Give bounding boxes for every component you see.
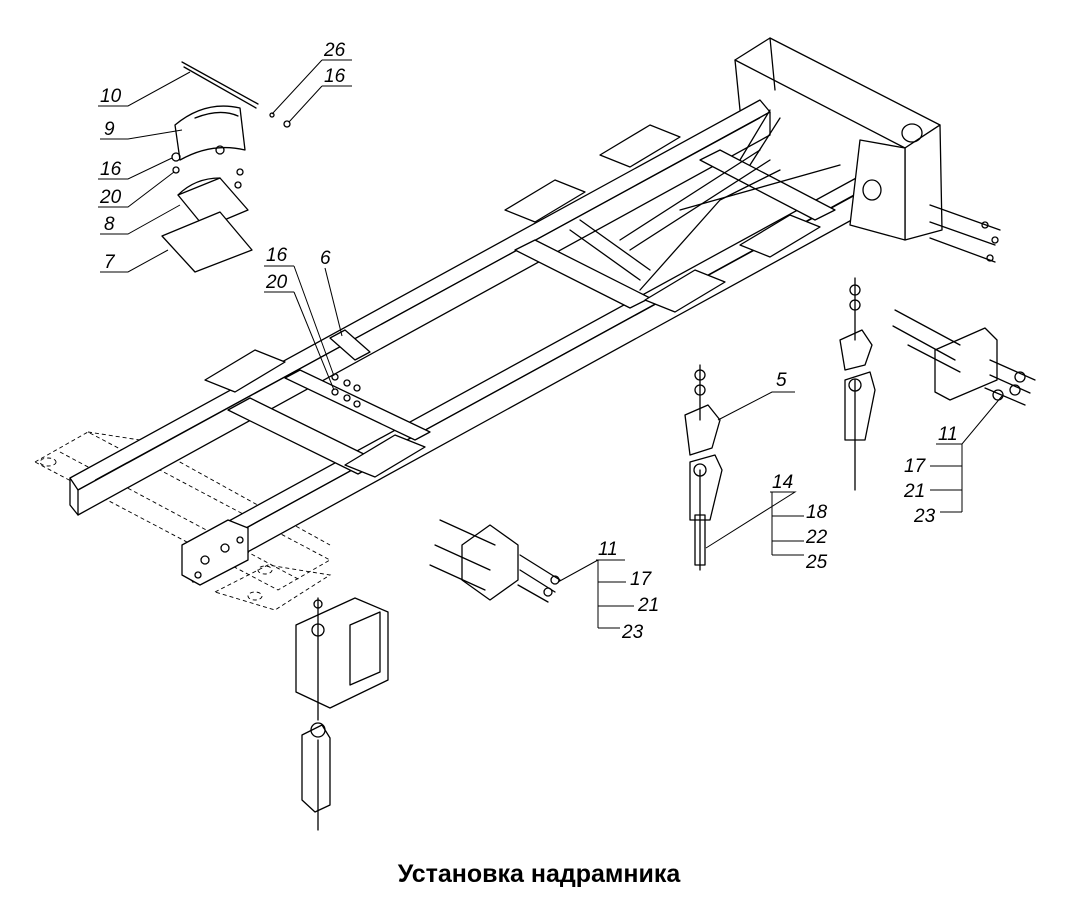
drawing-caption: Установка надрамника: [397, 860, 681, 888]
callout-23-lower: 23: [621, 622, 644, 643]
callout-6: 6: [320, 248, 331, 269]
callout-17-right: 17: [904, 456, 927, 477]
rear-end-bolts: [929, 204, 1001, 263]
callout-20-mid: 20: [265, 272, 288, 293]
part-6-fasteners: [331, 373, 361, 408]
cross-members: [227, 109, 841, 475]
callout-26: 26: [323, 40, 346, 61]
front-bracket: [181, 519, 249, 586]
callout-7: 7: [104, 252, 116, 273]
subframe-beams: [69, 99, 889, 583]
callout-11-lower: 11: [598, 539, 618, 560]
callout-25: 25: [805, 552, 828, 573]
parts-7-10: [161, 61, 291, 273]
callout-17-lower: 17: [630, 569, 653, 590]
callout-labels: 26 16 10 9 16 20 8 7 16 20 6 5 14: [98, 40, 1003, 643]
callout-11-right: 11: [938, 424, 958, 445]
callout-16-mid: 16: [266, 245, 288, 266]
callout-14: 14: [772, 472, 793, 493]
callout-16-top: 16: [324, 66, 346, 87]
callout-23-right: 23: [913, 506, 936, 527]
rear-end-block: [734, 37, 943, 241]
mid-mount-plate: [429, 519, 561, 603]
callout-22: 22: [805, 527, 828, 548]
rear-side-bracket: [892, 309, 1036, 406]
callout-16-left: 16: [100, 159, 122, 180]
callout-9: 9: [104, 119, 115, 140]
callout-10: 10: [100, 86, 122, 107]
callout-8: 8: [104, 214, 115, 235]
rear-spring-mount: [839, 277, 876, 491]
callout-5: 5: [776, 370, 787, 391]
callout-20-left: 20: [99, 187, 122, 208]
mid-spring-mount: [684, 364, 723, 571]
beam-pads: [204, 124, 821, 478]
callout-21-lower: 21: [637, 595, 659, 616]
callout-21-right: 21: [903, 481, 925, 502]
front-shackle: [295, 597, 389, 831]
callout-18: 18: [806, 502, 828, 523]
